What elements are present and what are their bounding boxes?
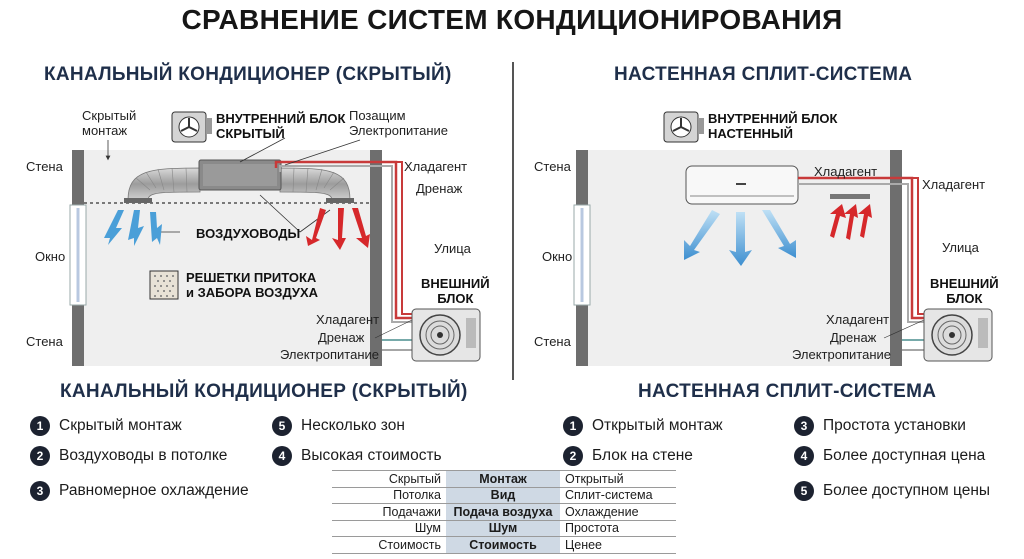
table-row: Шум Шум Простота: [332, 519, 676, 537]
left-heading: КАНАЛЬНЫЙ КОНДИЦИОНЕР (СКРЫТЫЙ): [44, 64, 452, 85]
right-feature-item: 1 Открытый монтаж: [563, 416, 723, 436]
left-subheading: КАНАЛЬНЫЙ КОНДИЦИОНЕР (СКРЫТЫЙ): [60, 381, 468, 402]
right-feature-item: 5 Более доступном цены: [794, 481, 990, 501]
feature-text: Несколько зон: [301, 417, 405, 434]
right-label-refrigerant-bottom: Хладагент: [826, 312, 890, 327]
left-label-street: Улица: [434, 241, 471, 256]
feature-text: Блок на стене: [592, 447, 693, 464]
feature-number: 3: [30, 481, 50, 501]
left-label-power-bottom: Электропитание: [280, 347, 379, 362]
comparison-table: Скрытый Монтаж Открытый Потолка Вид Спли…: [332, 470, 676, 554]
feature-number: 4: [272, 446, 292, 466]
right-label-street: Улица: [942, 240, 979, 255]
feature-number: 4: [794, 446, 814, 466]
table-row: Подачажи Подача воздуха Охлаждение: [332, 503, 676, 520]
table-cell-right: Простота: [560, 519, 676, 537]
center-divider: [512, 62, 514, 380]
table-cell-right: Ценее: [560, 536, 676, 554]
left-feature-item: 5 Несколько зон: [272, 416, 405, 436]
page-title: СРАВНЕНИЕ СИСТЕМ КОНДИЦИОНИРОВАНИЯ: [181, 4, 843, 35]
left-label-wall-top: Стена: [26, 159, 63, 174]
right-label-drain-bottom: Дренаж: [830, 330, 877, 345]
feature-number: 5: [794, 481, 814, 501]
left-room: [69, 111, 481, 366]
right-label-outdoor-unit: ВНЕШНИЙ БЛОК: [930, 276, 999, 306]
right-feature-item: 4 Более доступная цена: [794, 446, 985, 466]
table-cell-left: Стоимость: [332, 536, 446, 554]
feature-text: Равномерное охлаждение: [59, 482, 249, 499]
left-feature-item: 3 Равномерное охлаждение: [30, 481, 249, 501]
feature-number: 1: [563, 416, 583, 436]
feature-text: Воздуховоды в потолке: [59, 447, 228, 464]
table-cell-right: Охлаждение: [560, 503, 676, 520]
left-label-drain-top: Дренаж: [416, 181, 463, 196]
left-label-ducts: ВОЗДУХОВОДЫ: [196, 226, 301, 241]
table-cell-mid: Подача воздуха: [446, 503, 560, 520]
right-label-wall-top: Стена: [534, 159, 571, 174]
feature-text: Простота установки: [823, 417, 966, 434]
right-heading: НАСТЕННАЯ СПЛИТ-СИСТЕМА: [614, 64, 913, 85]
feature-text: Высокая стоимость: [301, 447, 442, 464]
left-feature-item: 4 Высокая стоимость: [272, 446, 442, 466]
feature-text: Более доступном цены: [823, 482, 991, 499]
left-label-grilles: РЕШЕТКИ ПРИТОКА и ЗАБОРА ВОЗДУХА: [186, 270, 319, 300]
left-label-outdoor-unit: ВНЕШНИЙ БЛОК: [421, 276, 490, 306]
left-label-drain-bottom: Дренаж: [318, 330, 365, 345]
right-label-indoor-unit: ВНУТРЕННИЙ БЛОК НАСТЕННЫЙ: [708, 111, 838, 141]
left-label-indoor-unit: ВНУТРЕННИЙ БЛОК СКРЫТЫЙ: [216, 111, 346, 141]
table-cell-right: Сплит-система: [560, 486, 676, 504]
right-label-refrigerant-indoor: Хладагент: [814, 164, 878, 179]
table-cell-mid: Вид: [446, 486, 560, 504]
feature-text: Скрытый монтаж: [59, 417, 182, 434]
right-label-power-bottom: Электропитание: [792, 347, 891, 362]
left-label-wall-bottom: Стена: [26, 334, 63, 349]
feature-number: 1: [30, 416, 50, 436]
right-label-refrigerant-outdoor: Хладагент: [922, 177, 986, 192]
left-label-refrigerant-top: Хладагент: [404, 159, 468, 174]
right-subheading: НАСТЕННАЯ СПЛИТ-СИСТЕМА: [638, 381, 937, 402]
feature-text: Открытый монтаж: [592, 417, 723, 434]
left-feature-item: 1 Скрытый монтаж: [30, 416, 182, 436]
feature-number: 5: [272, 416, 292, 436]
table-cell-right: Открытый: [560, 470, 676, 487]
right-label-wall-bottom: Стена: [534, 334, 571, 349]
table-row: Стоимость Стоимость Ценее: [332, 536, 676, 554]
left-label-refrigerant-bottom: Хладагент: [316, 312, 380, 327]
feature-number: 2: [30, 446, 50, 466]
right-feature-item: 3 Простота установки: [794, 416, 966, 436]
left-label-window: Окно: [35, 249, 66, 264]
right-feature-item: 2 Блок на стене: [563, 446, 693, 466]
table-row: Скрытый Монтаж Открытый: [332, 470, 676, 487]
right-room: [573, 111, 993, 366]
table-cell-mid: Монтаж: [446, 470, 560, 487]
right-label-window: Окно: [542, 249, 573, 264]
table-cell-left: Скрытый: [332, 470, 446, 487]
table-cell-left: Подачажи: [332, 503, 446, 520]
table-row: Потолка Вид Сплит-система: [332, 486, 676, 504]
table-cell-left: Шум: [332, 519, 446, 537]
left-label-hidden-mount: Скрытый монтаж: [82, 108, 137, 138]
table-cell-left: Потолка: [332, 486, 446, 504]
table-cell-mid: Шум: [446, 519, 560, 537]
feature-number: 3: [794, 416, 814, 436]
table-cell-mid: Стоимость: [446, 536, 560, 554]
left-feature-item: 2 Воздуховоды в потолке: [30, 446, 227, 466]
feature-text: Более доступная цена: [823, 447, 986, 464]
left-label-power-behind: Позащим Электропитание: [349, 108, 448, 138]
feature-number: 2: [563, 446, 583, 466]
